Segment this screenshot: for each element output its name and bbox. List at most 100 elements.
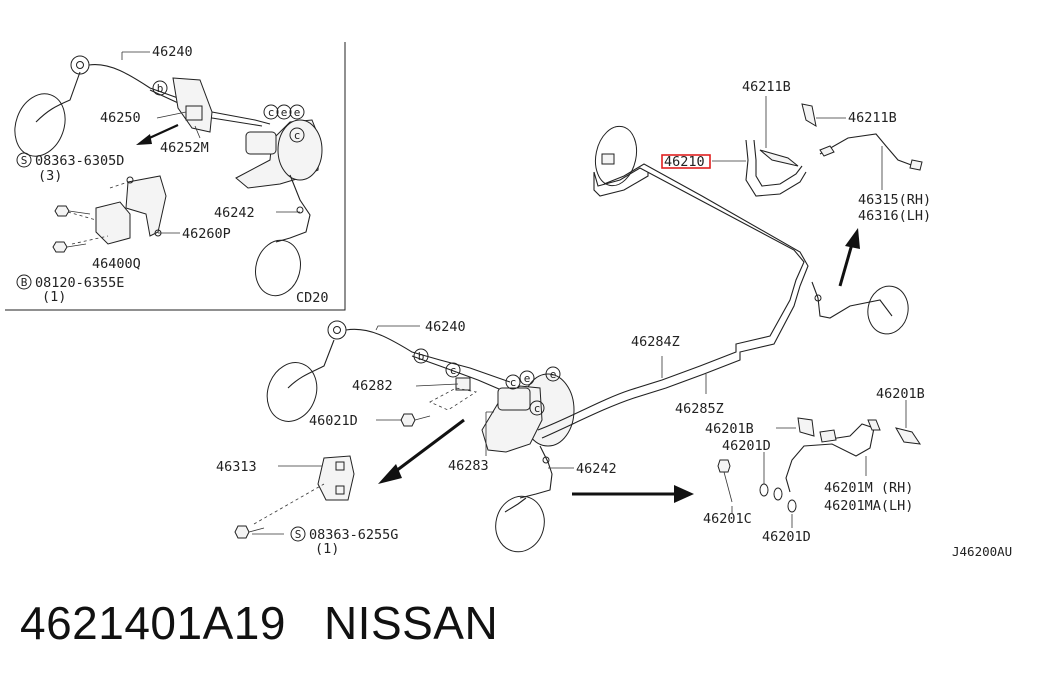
main-label-46201d-a: 46201D [722,438,771,454]
main-bolt-46021d-shank [414,415,431,421]
main-label-46285z: 46285Z [675,401,724,417]
inset-callout-e-letter: e [281,106,288,119]
inset-booster [277,119,323,181]
main-clip-46201b-b [894,427,922,445]
main-reservoir [497,387,531,411]
inset-callout-e2 [289,104,305,120]
inset-label-46252m: 46252M [160,140,209,156]
main-callout-c2-letter: c [510,376,517,389]
main-rear-right-disc [867,285,909,335]
inset-label-qty3: (3) [38,168,62,184]
inset-pipe-46242-fitting [296,206,304,214]
main-label-46210: 46210 [664,154,705,170]
inset-label-08120-6355e: 08120-6355E [35,275,124,291]
inset-frame [5,42,346,311]
inset-bolt-08363 [54,205,70,217]
main-hose-46210-inner [753,139,803,187]
main-label-46211b-a: 46211B [742,79,791,95]
drawing-code-label: J46200AU [952,544,1012,559]
main-callout-b-letter: b [418,350,425,363]
inset-pipe-46242 [275,174,311,243]
main-callout-c [445,362,461,378]
main-clip-46211b-a [759,149,799,167]
main-pipe-46285z [541,163,809,439]
main-right-hose [504,497,527,513]
inset-b-mark [16,274,32,290]
inset-bracket-46260p [125,175,167,237]
inset-callout-c-letter: c [268,106,275,119]
main-callout-c2 [505,374,521,390]
main-arrow-up-head [845,228,860,249]
main-label-46201d-b: 46201D [762,529,811,545]
main-rear-left-fitting [601,153,615,165]
main-washer-46201d-a [759,483,769,497]
main-pipe-46240 [345,328,511,383]
inset-callout-c [263,104,279,120]
main-label-46211b-b: 46211B [848,110,897,126]
main-label-08363-6255g: 08363-6255G [309,527,398,543]
inset-bolt-08120 [52,241,68,253]
main-pipe-46242-fitting [542,456,550,464]
inset-cd20-diagram: CD20 b c e e c [5,42,346,311]
main-callout-c-letter: c [450,364,457,377]
main-pipe-46284z [537,167,805,431]
inset-clip-46240 [70,55,90,75]
inset-callout-e [276,104,292,120]
inset-callout-b-letter: b [157,82,164,95]
inset-unit-46400q [95,201,131,245]
main-rear-right-joint [814,294,822,302]
main-diagram: b c c e e c [216,79,1012,559]
main-arrow-left-line [391,418,465,476]
inset-callout-c2 [289,127,305,143]
inset-right-disc [255,239,301,297]
main-label-46316: 46316(LH) [858,208,931,224]
main-label-46201b-a: 46201B [705,421,754,437]
main-rear-right-pipe [811,281,893,319]
inset-s-mark [16,152,32,168]
main-label-46201b-b: 46201B [876,386,925,402]
inset-callout-c2-letter: c [294,129,301,142]
inset-leader-46252m [194,125,201,139]
main-callout-e2-letter: e [550,368,557,381]
main-leader-46283 [485,411,494,456]
main-bracket-46282-outline [429,387,478,411]
main-leader-46240 [375,325,420,331]
main-hose-46201m-fitting [819,429,837,443]
main-rear-tee-pipe [593,172,649,197]
main-right-disc [495,495,545,553]
inset-dash-c [109,181,129,189]
inset-leader-46250 [156,111,187,119]
main-clip-46240-hole [333,326,341,334]
main-bolt-08363-6255g [234,525,250,539]
main-clip-46240 [327,320,347,340]
inset-label-qty1: (1) [42,289,66,305]
main-label-46242: 46242 [576,461,617,477]
inset-label-46242: 46242 [214,205,255,221]
main-hose-46201m [785,423,875,493]
main-left-hose [287,339,335,389]
inset-label-46250: 46250 [100,110,141,126]
main-bolt-46201c [717,459,731,473]
inset-leader-46240 [121,51,150,60]
inset-left-disc [14,93,66,157]
inset-label-46260p: 46260P [182,226,231,242]
inset-callout-e2-letter: e [294,106,301,119]
main-bracket-46313-hole-a [335,461,345,471]
main-callout-e-letter: e [524,372,531,385]
main-arrow-left-head [378,464,402,484]
inset-code-label: CD20 [296,290,329,306]
inset-block-46252m [185,105,203,121]
main-label-46201ma: 46201MA(LH) [824,498,913,514]
main-arrow-up-line [838,243,854,287]
inset-b-mark-letter: B [21,276,28,289]
main-callout-b [413,348,429,364]
main-label-46240: 46240 [425,319,466,335]
main-label-qty1: (1) [315,541,339,557]
part-number: 4621401A19 [20,597,286,649]
main-clip-46211b-b [801,103,817,128]
inset-callout-b [152,80,168,96]
main-arrow-right-head [674,485,694,503]
main-dash-46313 [253,483,325,525]
